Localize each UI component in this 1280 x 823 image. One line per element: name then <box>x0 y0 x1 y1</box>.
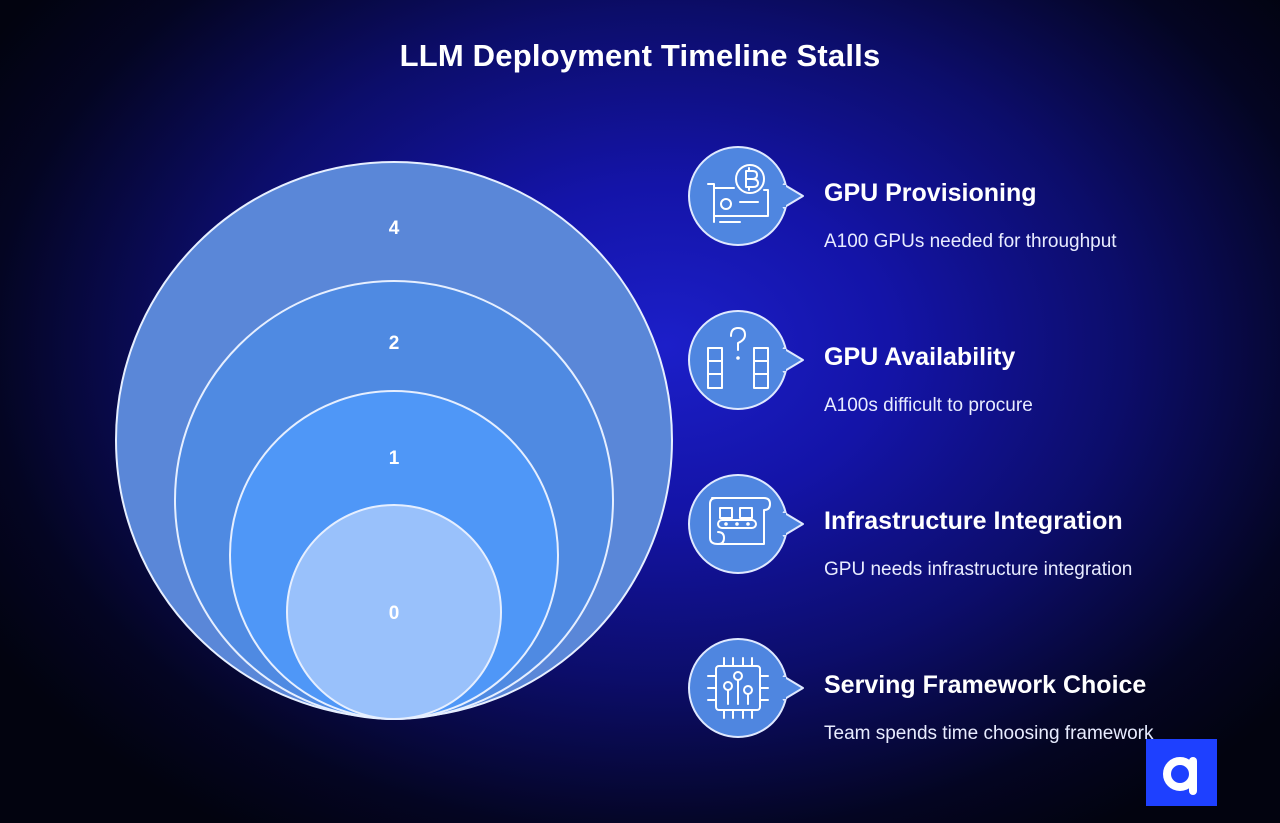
item-gpu-availability: GPU Availability A100s difficult to proc… <box>688 310 1248 420</box>
circle-level-0 <box>286 504 502 720</box>
item-title: GPU Provisioning <box>824 179 1037 207</box>
item-infrastructure-integration: Infrastructure Integration GPU needs inf… <box>688 474 1248 584</box>
circle-label-2: 2 <box>389 333 400 354</box>
conveyor-scroll-icon <box>688 474 804 575</box>
page-title: LLM Deployment Timeline Stalls <box>399 38 881 73</box>
circuit-chip-icon <box>688 638 804 739</box>
item-serving-framework-choice: Serving Framework Choice Team spends tim… <box>688 638 1248 748</box>
item-description: A100s difficult to procure <box>824 395 1033 416</box>
item-description: Team spends time choosing framework <box>824 723 1154 744</box>
item-title: Serving Framework Choice <box>824 671 1147 699</box>
question-servers-icon <box>688 310 804 411</box>
circle-label-4: 4 <box>389 218 400 239</box>
item-description: A100 GPUs needed for throughput <box>824 231 1117 252</box>
circle-label-0: 0 <box>389 603 400 624</box>
item-title: Infrastructure Integration <box>824 507 1123 535</box>
item-description: GPU needs infrastructure integration <box>824 559 1133 580</box>
item-gpu-provisioning: GPU Provisioning A100 GPUs needed for th… <box>688 146 1248 256</box>
brand-a-logo-icon <box>1163 757 1197 795</box>
item-title: GPU Availability <box>824 343 1016 371</box>
circle-label-1: 1 <box>389 448 400 469</box>
gpu-card-bitcoin-icon <box>688 146 804 247</box>
brand-logo <box>1146 739 1217 806</box>
